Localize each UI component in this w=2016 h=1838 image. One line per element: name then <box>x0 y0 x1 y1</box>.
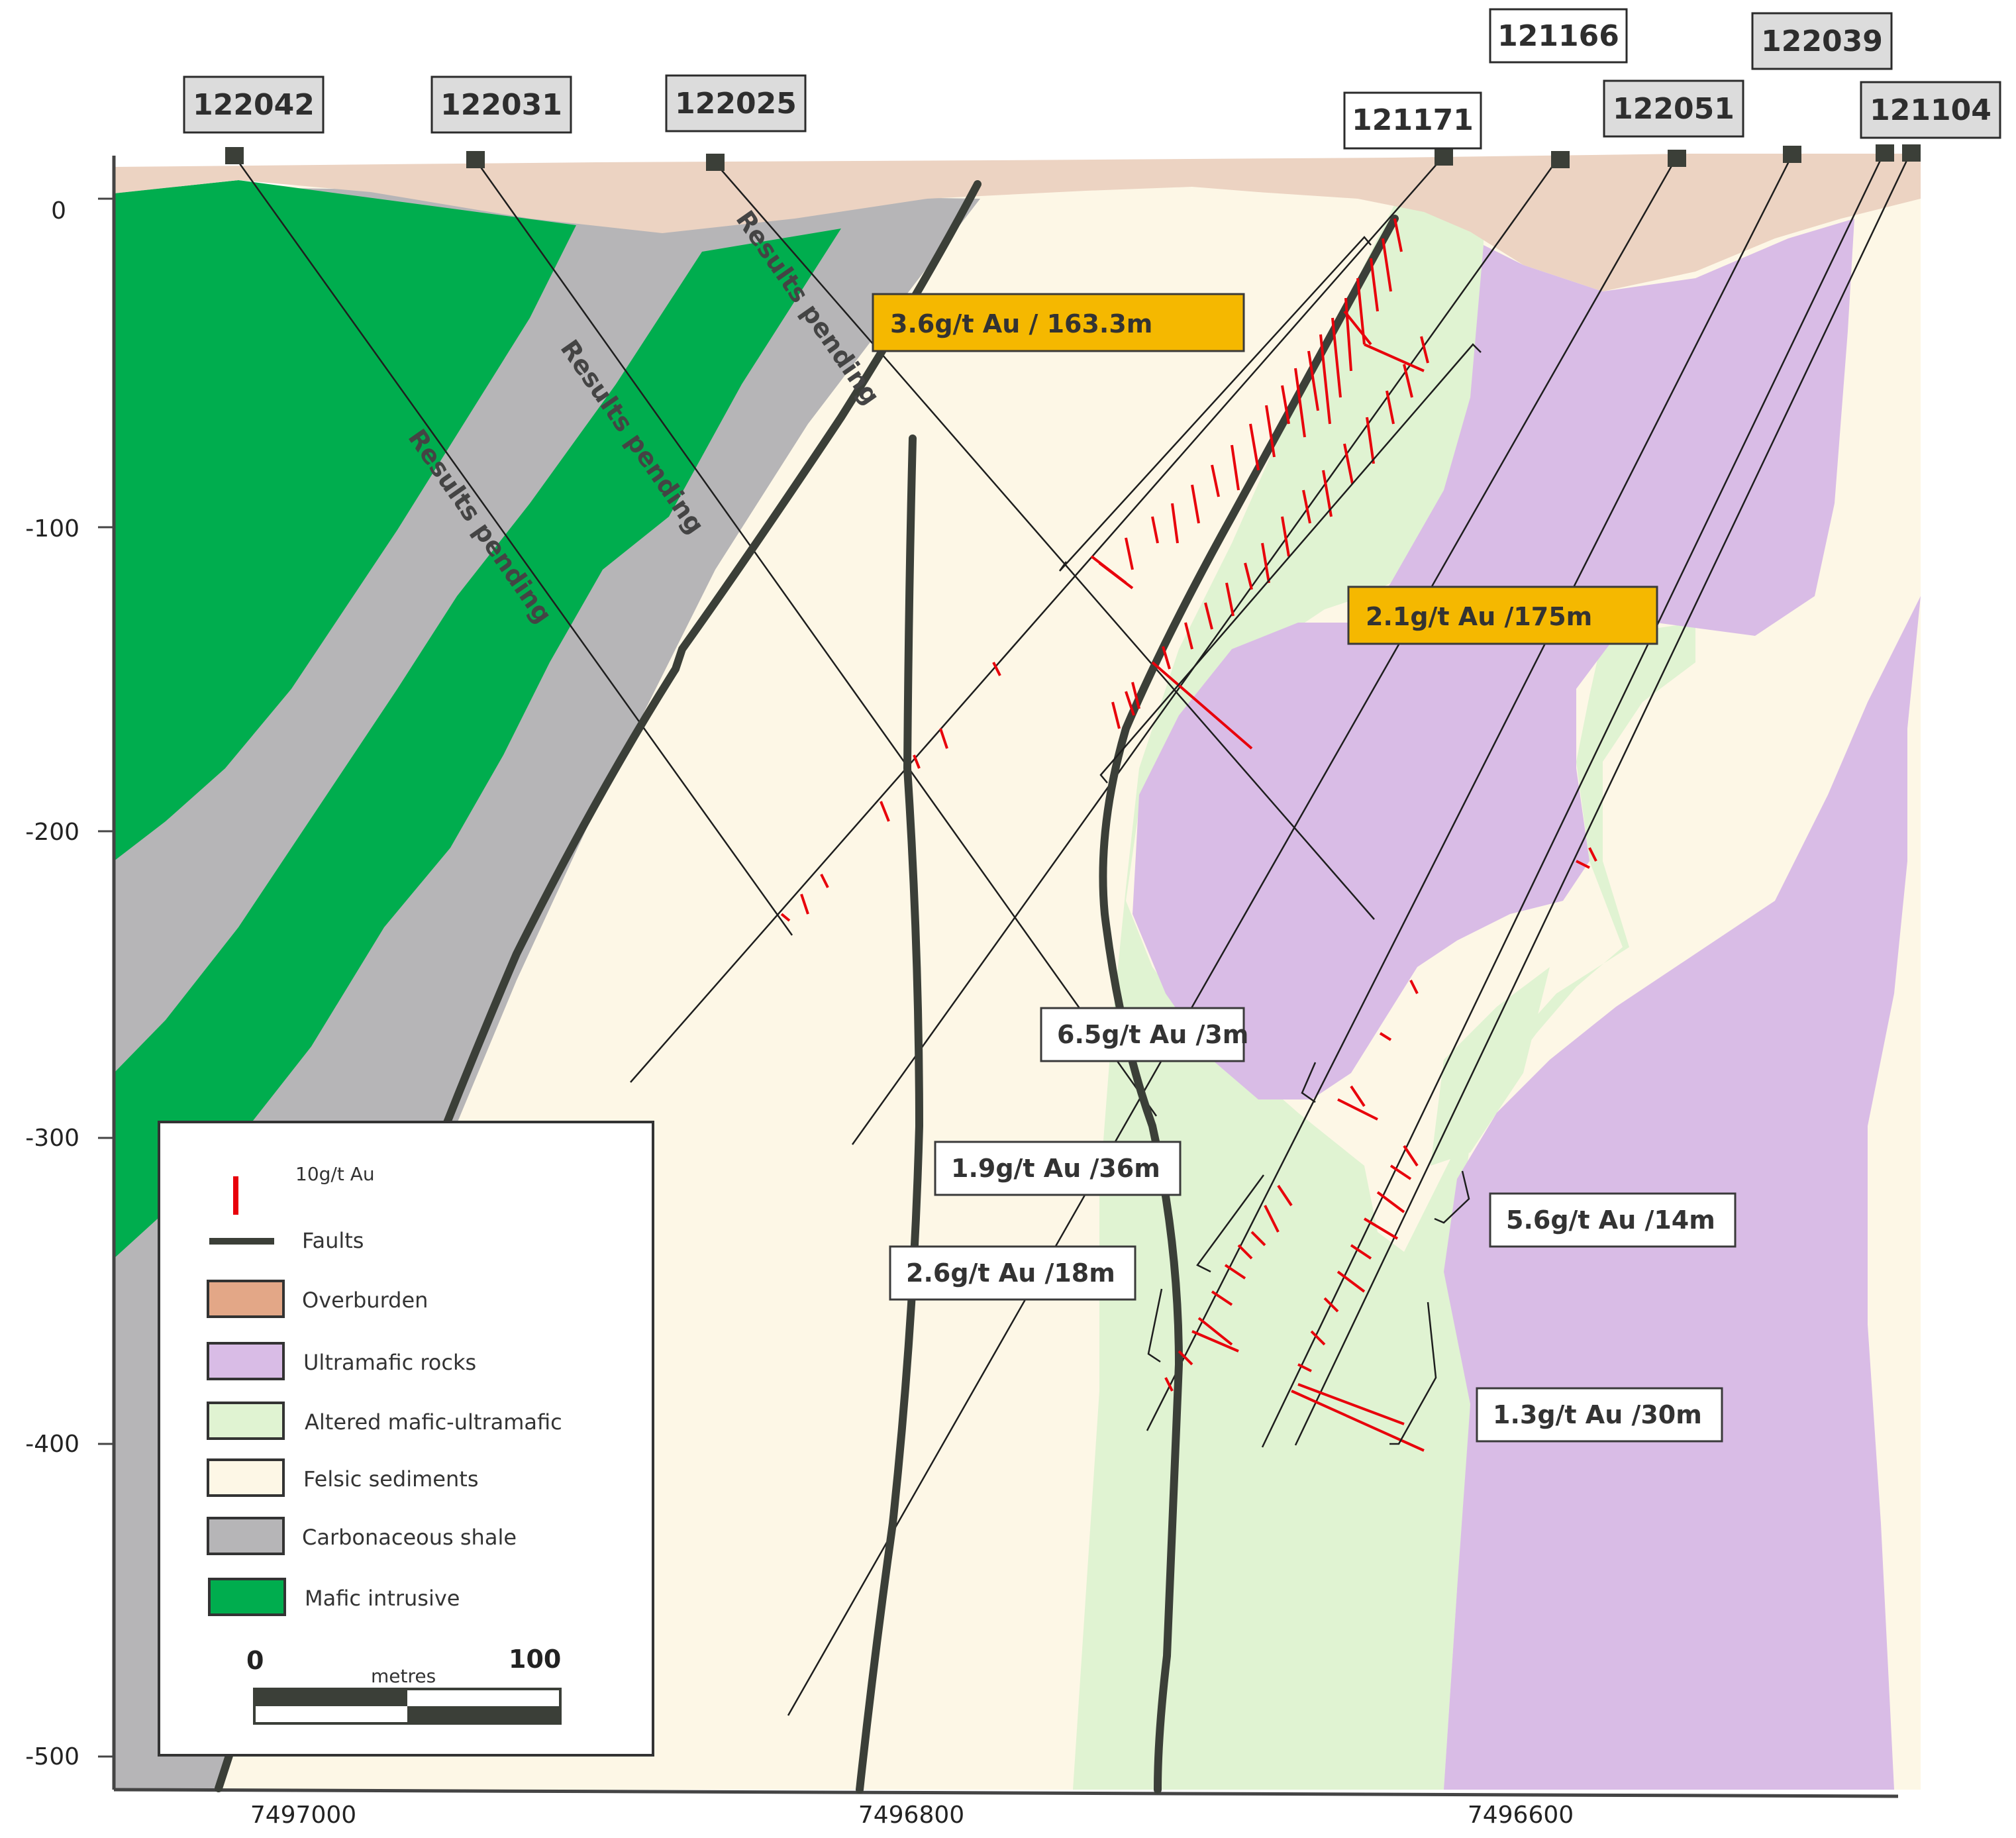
drill-trace-122051 <box>787 158 1677 1716</box>
overburden-unit <box>114 154 1921 291</box>
svg-text:121104: 121104 <box>1870 93 1991 127</box>
legend-mafic-label: Mafic intrusive <box>305 1586 460 1611</box>
collar-marker <box>1551 151 1570 168</box>
hole-label-122031: 122031 <box>430 76 572 134</box>
legend-felsic-label: Felsic sediments <box>303 1466 478 1492</box>
x-tick-label: 7496600 <box>1468 1802 1574 1829</box>
svg-text:2.1g/t Au /175m: 2.1g/t Au /175m <box>1366 602 1592 631</box>
svg-text:2.6g/t Au /18m: 2.6g/t Au /18m <box>906 1258 1115 1288</box>
legend-altered-label: Altered mafic-ultramafic <box>305 1409 562 1435</box>
legend-fault-label: Faults <box>302 1228 364 1253</box>
svg-text:6.5g/t Au /3m: 6.5g/t Au /3m <box>1057 1020 1248 1049</box>
hole-label-121166: 121166 <box>1489 8 1628 64</box>
legend-mafic-swatch <box>208 1578 286 1616</box>
drill-trace-121166 <box>851 158 1559 1145</box>
drill-trace-121104 <box>1261 153 1885 1448</box>
scale-min-label: 0 <box>246 1646 264 1675</box>
svg-text:122031: 122031 <box>440 88 562 122</box>
intercept-callout: 5.6g/t Au /14m <box>1489 1192 1737 1248</box>
assay-spikes-upper <box>1090 218 1425 589</box>
legend: 10g/t Au Faults Overburden Ultramafic ro… <box>158 1121 654 1757</box>
y-tick-label: -300 <box>25 1125 79 1152</box>
hole-label-122042: 122042 <box>183 76 325 134</box>
y-tick-label: -500 <box>25 1743 79 1770</box>
fault-line <box>856 434 924 1794</box>
drill-trace-122025 <box>715 162 1375 920</box>
collar-marker <box>1435 148 1453 166</box>
intercept-callout: 1.3g/t Au /30m <box>1476 1387 1723 1443</box>
y-tick-label: -100 <box>25 515 79 542</box>
collar-marker <box>1668 150 1686 167</box>
hole-label-122025: 122025 <box>665 74 807 132</box>
drill-traces <box>233 153 1911 1716</box>
altered-mafic-ultramafic-unit <box>1431 967 1550 1166</box>
scale-unit-label: metres <box>371 1665 436 1687</box>
legend-overburden-swatch <box>207 1280 285 1318</box>
scale-max-label: 100 <box>509 1645 561 1674</box>
svg-text:121166: 121166 <box>1497 19 1619 53</box>
svg-text:3.6g/t Au / 163.3m: 3.6g/t Au / 163.3m <box>890 309 1152 338</box>
collar-marker <box>225 147 244 164</box>
intercept-callout: 2.6g/t Au /18m <box>889 1245 1136 1301</box>
legend-ultramafic-swatch <box>207 1342 285 1380</box>
x-axis-ticks: 7497000 7496800 7496600 <box>250 1802 1574 1829</box>
legend-assay-label: 10g/t Au <box>295 1163 375 1185</box>
y-tick-label: -400 <box>25 1431 79 1458</box>
svg-text:122042: 122042 <box>193 88 315 122</box>
x-axis-line <box>113 1788 1899 1798</box>
legend-felsic-swatch <box>207 1458 285 1497</box>
legend-shale-swatch <box>207 1517 285 1555</box>
x-tick-label: 7496800 <box>858 1802 964 1829</box>
intercept-callout: 6.5g/t Au /3m <box>1040 1007 1248 1062</box>
assay-spikes-lower <box>1164 1145 1425 1452</box>
svg-text:122025: 122025 <box>675 87 797 121</box>
svg-text:5.6g/t Au /14m: 5.6g/t Au /14m <box>1506 1205 1715 1235</box>
mafic-intrusive-unit <box>114 180 576 861</box>
hole-label-121104: 121104 <box>1860 81 2001 139</box>
y-tick-label: 0 <box>51 197 66 225</box>
intercept-brackets <box>1058 236 1482 1445</box>
ultramafic-rocks-unit <box>1133 219 1854 1099</box>
intercept-callout-primary: 3.6g/t Au / 163.3m <box>872 293 1245 352</box>
drill-trace-122042 <box>233 156 793 936</box>
intercept-callout-primary: 2.1g/t Au /175m <box>1347 586 1658 645</box>
scale-bar <box>253 1688 562 1725</box>
drill-trace-121104b <box>1294 153 1911 1446</box>
drill-trace-121171 <box>630 157 1443 1083</box>
collar-markers <box>225 144 1921 171</box>
legend-altered-swatch <box>207 1402 285 1440</box>
hole-label-122039: 122039 <box>1751 12 1893 70</box>
y-axis-ticks: 0 -100 -200 -300 -400 -500 <box>25 197 114 1770</box>
legend-ultramafic-label: Ultramafic rocks <box>303 1350 476 1375</box>
y-tick-label: -200 <box>25 819 79 846</box>
collar-marker <box>1783 146 1801 163</box>
svg-text:1.3g/t Au /30m: 1.3g/t Au /30m <box>1493 1400 1702 1429</box>
collar-marker <box>706 154 725 171</box>
drill-trace-122031 <box>474 158 1158 1117</box>
x-tick-label: 7497000 <box>250 1802 356 1829</box>
svg-text:121171: 121171 <box>1352 103 1474 137</box>
drill-trace-122039 <box>1146 156 1793 1431</box>
svg-text:122039: 122039 <box>1761 25 1883 58</box>
hole-label-122051: 122051 <box>1603 79 1744 138</box>
assay-spikes-scatter <box>780 662 1597 1121</box>
svg-text:122051: 122051 <box>1613 92 1735 126</box>
intercept-callout: 1.9g/t Au /36m <box>934 1141 1182 1196</box>
collar-marker <box>466 151 485 168</box>
collar-marker <box>1876 144 1894 162</box>
svg-text:1.9g/t Au /36m: 1.9g/t Au /36m <box>951 1154 1160 1183</box>
legend-shale-label: Carbonaceous shale <box>302 1525 517 1550</box>
collar-marker <box>1902 144 1921 162</box>
hole-label-121171: 121171 <box>1343 91 1482 150</box>
legend-overburden-label: Overburden <box>302 1288 428 1313</box>
mafic-intrusive-unit <box>114 229 841 1258</box>
